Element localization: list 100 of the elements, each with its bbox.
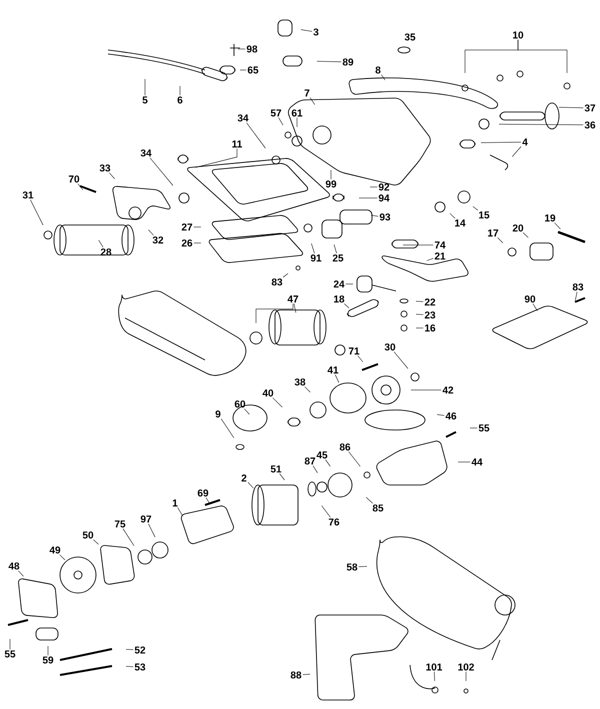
callout-number: 60 — [234, 400, 246, 408]
callout-number: 19 — [545, 214, 556, 222]
callout-number: 70 — [68, 175, 80, 183]
leader-line — [480, 142, 522, 144]
callout-number: 3 — [313, 28, 318, 36]
callout-number: 32 — [152, 236, 164, 244]
leader-line — [60, 554, 66, 560]
leader-line — [256, 303, 294, 324]
leader-line — [522, 232, 529, 238]
leader-line — [126, 649, 134, 650]
callout-number: 24 — [334, 280, 344, 288]
callout-number: 55 — [4, 650, 16, 658]
leader-line — [278, 117, 284, 126]
callout-number: 61 — [292, 109, 302, 117]
callout-number: 1 — [172, 500, 178, 506]
leader-line — [554, 222, 561, 230]
leader-line — [18, 570, 24, 577]
leader-line — [93, 540, 99, 544]
callout-number: 50 — [82, 531, 94, 539]
leader-line — [304, 386, 310, 392]
leader-line — [370, 215, 378, 216]
leader-line — [126, 666, 134, 667]
leader-line — [344, 304, 350, 308]
callout-number: 58 — [346, 563, 358, 571]
leader-line — [294, 303, 296, 313]
leader-line — [358, 355, 364, 362]
leader-line — [220, 418, 234, 438]
callout-number: 83 — [272, 278, 282, 286]
leader-line — [558, 107, 584, 108]
callout-number: 65 — [248, 66, 258, 74]
leader-line — [381, 74, 386, 80]
leader-line — [150, 158, 174, 186]
leader-line — [206, 498, 210, 504]
callout-number: 23 — [424, 311, 436, 319]
callout-number: 11 — [232, 140, 242, 148]
leader-line — [144, 78, 146, 96]
leader-line — [450, 213, 456, 219]
callout-number: 26 — [182, 239, 192, 247]
callout-number: 35 — [404, 33, 416, 41]
callout-number: 6 — [178, 96, 182, 104]
leader-line — [472, 206, 478, 211]
leader-line — [532, 304, 538, 312]
leader-line — [194, 226, 202, 228]
callout-number: 15 — [479, 212, 490, 218]
leader-line — [518, 40, 568, 74]
callout-number: 25 — [332, 254, 344, 262]
callout-number: 36 — [584, 121, 596, 129]
leader-line — [244, 408, 250, 415]
callout-number: 69 — [198, 489, 208, 497]
leader-line — [434, 672, 435, 682]
leader-line — [402, 244, 434, 246]
leader-line — [248, 482, 254, 488]
leader-line — [498, 124, 584, 126]
callout-number: 45 — [316, 452, 328, 458]
leader-line — [358, 566, 368, 567]
leader-line — [575, 292, 578, 301]
leader-line — [416, 314, 424, 315]
leader-line — [348, 452, 360, 467]
callout-number: 46 — [446, 412, 456, 420]
leader-line — [325, 459, 331, 467]
callout-number: 33 — [100, 164, 110, 172]
callout-number: 49 — [50, 546, 60, 554]
callout-number: 98 — [246, 45, 258, 53]
leader-line — [334, 374, 340, 383]
leader-line — [148, 524, 156, 538]
leader-line — [296, 118, 298, 128]
callout-number: 22 — [424, 298, 436, 306]
callout-number: 14 — [455, 220, 466, 226]
leader-line — [311, 243, 315, 254]
leader-line — [98, 240, 104, 248]
callout-number: 53 — [134, 663, 146, 671]
callout-number: 21 — [434, 252, 446, 260]
callout-number: 42 — [442, 386, 454, 394]
leader-line — [194, 242, 202, 244]
leader-line — [282, 273, 288, 278]
callout-number: 74 — [434, 242, 446, 248]
leader-line — [310, 97, 316, 105]
callout-number: 9 — [216, 410, 220, 418]
callout-number: 55 — [478, 424, 490, 432]
leader-line — [321, 506, 331, 518]
leader-line — [238, 48, 246, 50]
callout-number: 75 — [114, 520, 126, 528]
callout-number: 31 — [22, 191, 34, 199]
callout-number: 16 — [425, 324, 436, 332]
callout-number: 76 — [328, 518, 340, 526]
callout-number: 20 — [512, 224, 524, 232]
callout-number: 90 — [524, 295, 536, 303]
callout-number: 48 — [8, 562, 20, 570]
leader-line — [30, 200, 44, 226]
callout-number: 41 — [328, 366, 338, 374]
callout-number: 47 — [288, 296, 298, 302]
callout-number: 85 — [372, 504, 384, 512]
leader-line — [178, 507, 183, 516]
callout-number: 87 — [304, 457, 316, 465]
callout-number: 10 — [513, 31, 524, 39]
callout-number: 51 — [270, 466, 282, 472]
callout-number: 27 — [182, 224, 192, 230]
callout-number: 83 — [572, 283, 584, 291]
leader-line — [426, 258, 434, 261]
callout-number: 37 — [584, 104, 596, 112]
